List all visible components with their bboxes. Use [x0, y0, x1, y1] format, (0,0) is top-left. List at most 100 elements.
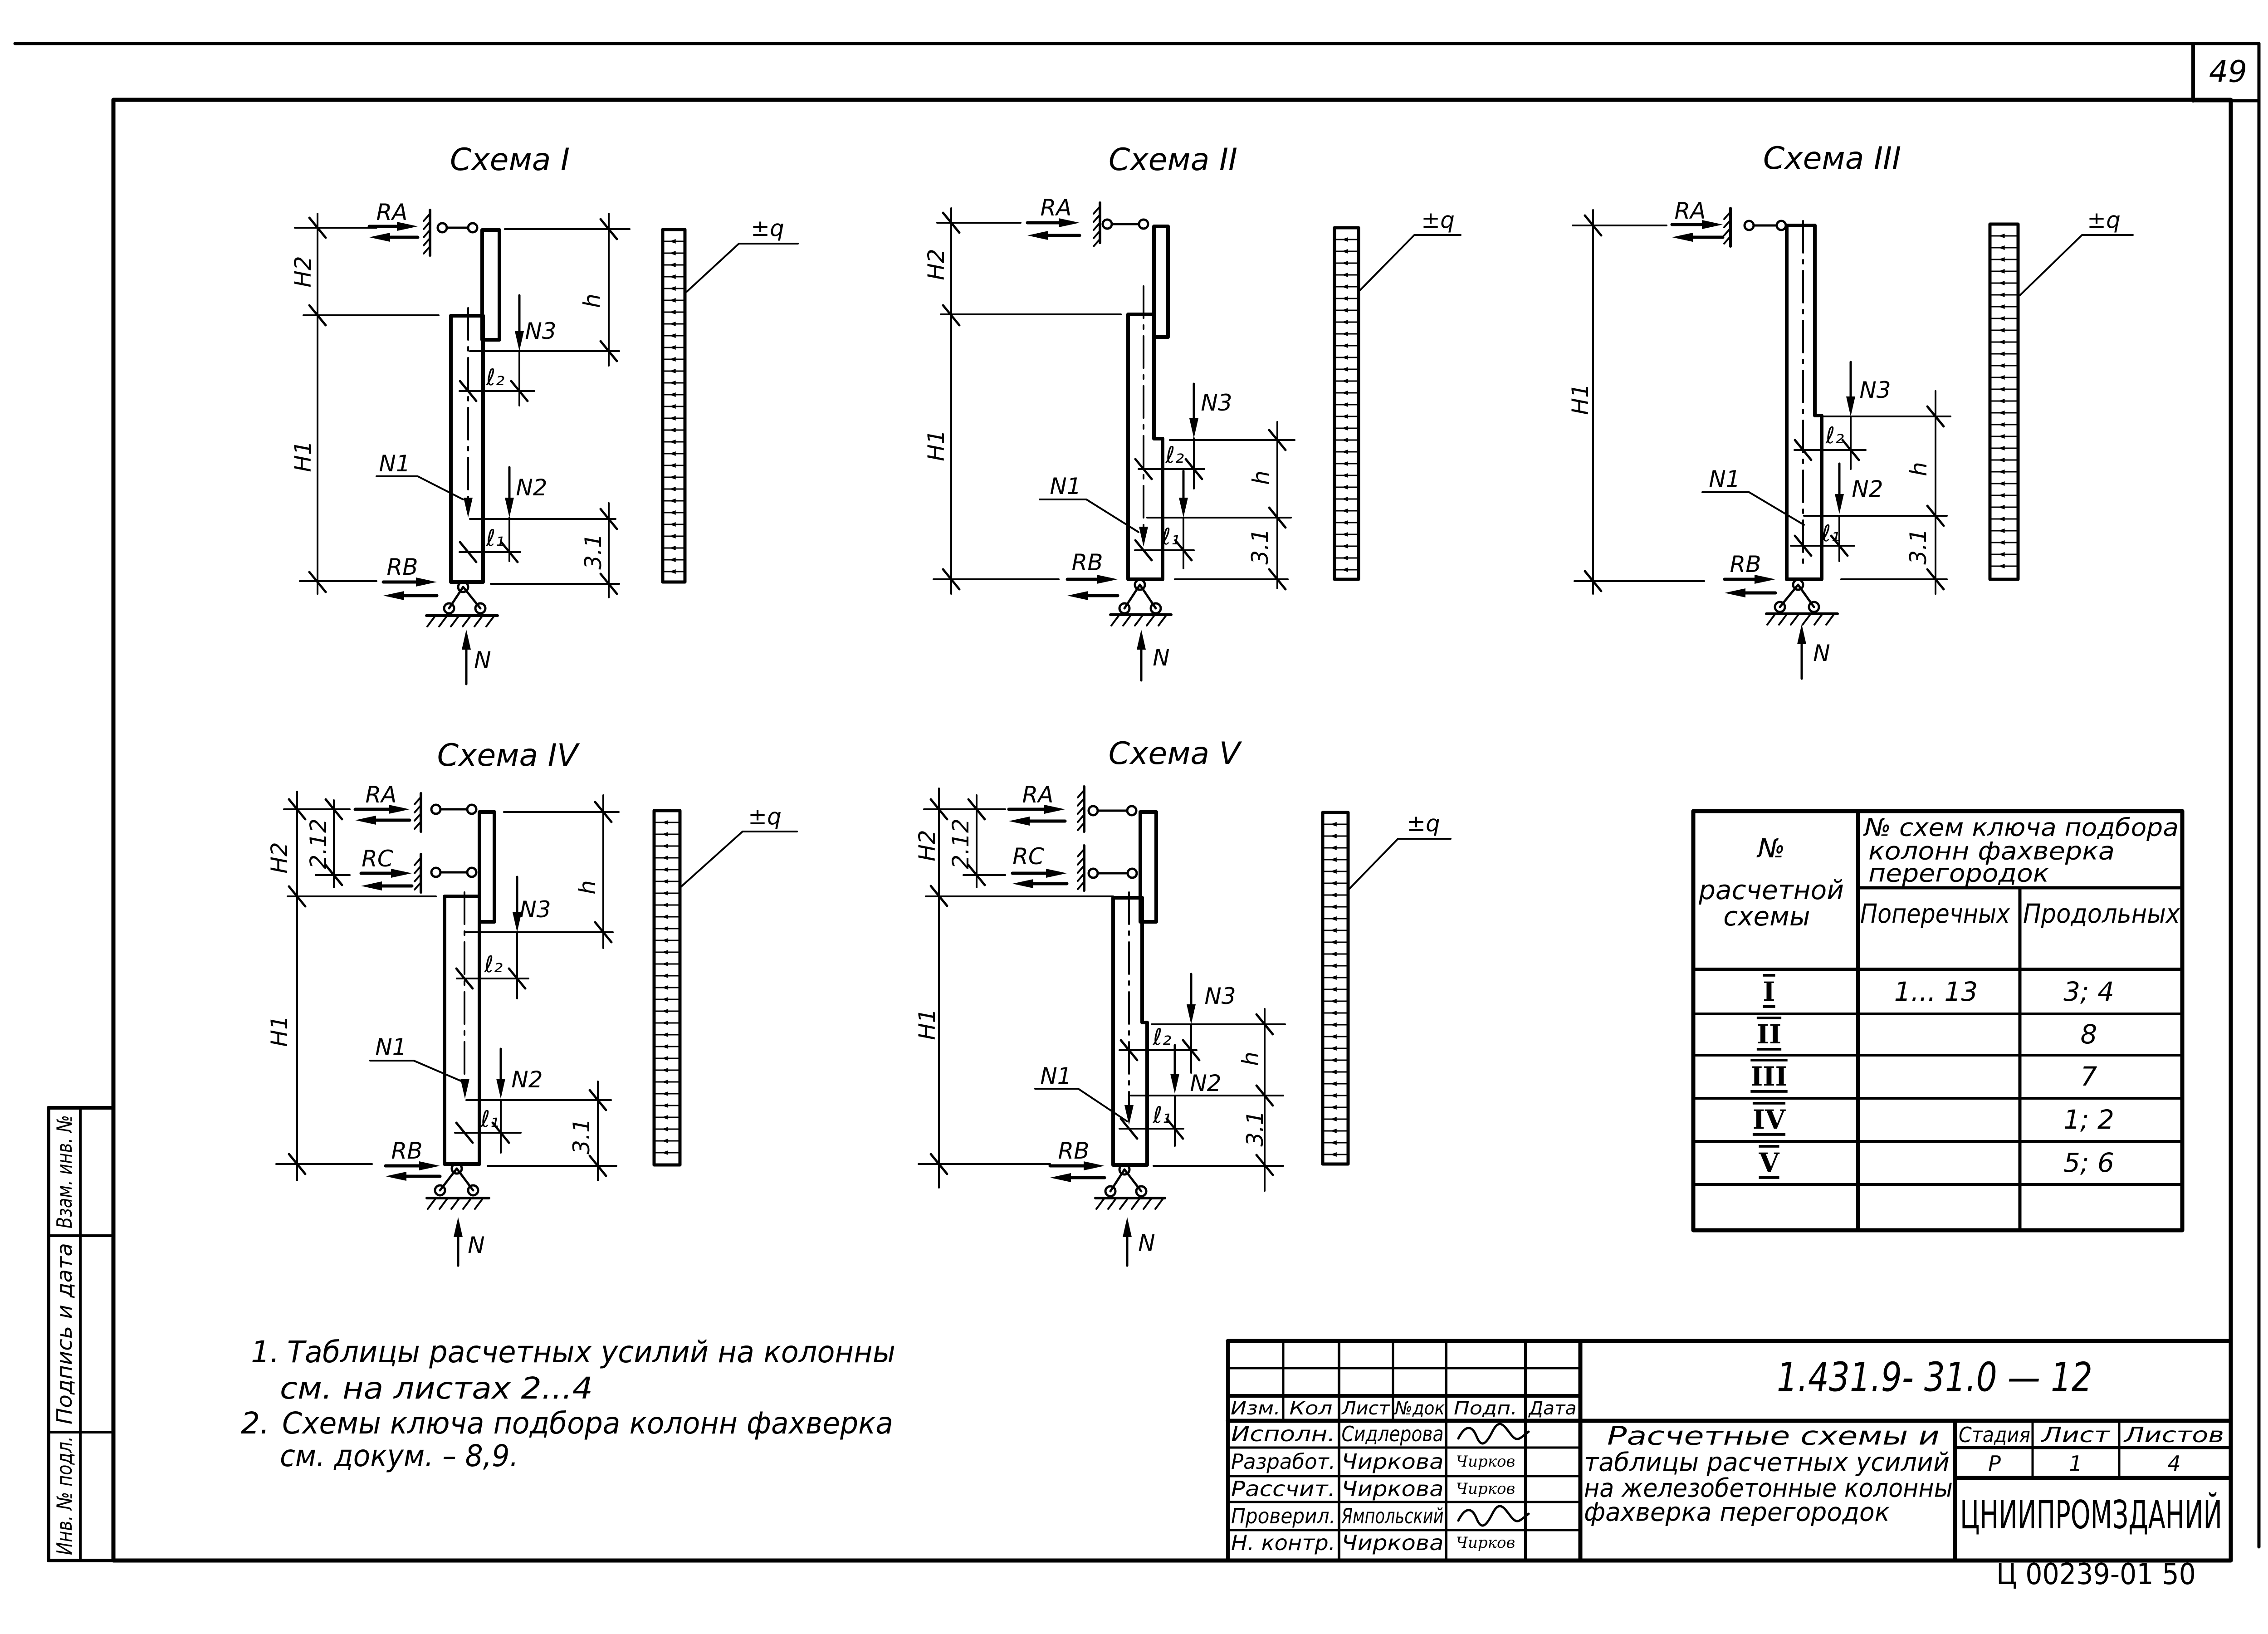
load-arrowhead — [1330, 1105, 1337, 1110]
cell-scheme-number: III — [1750, 1061, 1787, 1092]
force-n2 — [1170, 1044, 1179, 1094]
hinge-circle — [430, 866, 442, 878]
load-arrowhead — [1341, 284, 1348, 289]
label-n2: N2 — [1190, 1070, 1221, 1096]
load-arrowhead — [669, 440, 676, 444]
label-q: ±q — [1421, 207, 1455, 233]
lower-column — [1111, 896, 1149, 1167]
arrowhead-left — [1009, 817, 1030, 826]
wall-hatch — [423, 213, 431, 222]
cell-scheme-number: V — [1758, 1147, 1779, 1178]
load-arrowhead — [1998, 352, 2005, 356]
ground-hatch — [1143, 1197, 1153, 1210]
support-strut — [448, 586, 464, 610]
hinged-link — [1087, 805, 1138, 817]
reaction-rb — [381, 577, 439, 600]
hinge-circle — [1126, 805, 1138, 817]
load-arrowhead — [1998, 340, 2005, 344]
ground-hatch — [1107, 1197, 1117, 1210]
label-ra: RA — [376, 199, 408, 225]
ground-hatch — [1122, 614, 1132, 626]
load-arrowhead — [669, 286, 676, 291]
description-line: таблицы расчетных усилий — [1584, 1448, 1950, 1477]
dimension-tick — [599, 508, 618, 530]
ground-hatch — [485, 615, 495, 627]
signer-role: Исполн. — [1231, 1422, 1335, 1446]
wall-hatch — [423, 237, 431, 246]
header-group-line: № схем ключа подбора — [1863, 813, 2179, 842]
ground-hatch — [1778, 613, 1788, 626]
distributed-load — [1321, 811, 1350, 1166]
reaction-ra — [1007, 805, 1067, 826]
load-arrowhead — [669, 475, 676, 479]
arrowhead-down — [1179, 498, 1188, 518]
label-a: 3.1 — [1905, 528, 1931, 565]
label-h: h — [1248, 470, 1274, 485]
wall-hatch — [423, 221, 431, 230]
hinge-circle — [1104, 1185, 1117, 1198]
fixed-wall-icon — [1077, 785, 1085, 833]
leader-line — [1034, 1088, 1128, 1122]
ground-hatch — [1119, 1197, 1129, 1210]
wall-hatch — [414, 821, 422, 830]
force-n1-arrowhead — [1139, 527, 1148, 547]
hinge-circle — [1792, 578, 1804, 591]
hinge-circle — [1135, 1185, 1148, 1198]
ground-hatch — [1134, 614, 1144, 626]
scheme-title: Схема I — [450, 142, 570, 178]
hinge-circle — [457, 581, 469, 593]
load-arrowhead — [669, 534, 676, 538]
label-rb: RB — [1071, 549, 1103, 576]
cell-scheme-number: IV — [1753, 1104, 1786, 1135]
label-ra: RA — [1022, 782, 1054, 808]
load-arrowhead — [662, 1068, 669, 1072]
load-arrowhead — [1341, 379, 1348, 383]
force-n — [462, 630, 471, 685]
label-n1: N1 — [1709, 466, 1740, 492]
page-number: 49 — [2209, 54, 2247, 89]
load-arrowhead — [662, 1150, 669, 1155]
label-h1: H1 — [266, 1015, 293, 1047]
notes: 1. Таблицы расчетных усилий на колонны с… — [241, 1335, 895, 1473]
label-h: h — [579, 294, 605, 308]
load-arrowhead — [1998, 304, 2005, 309]
label-h2: H2 — [923, 249, 949, 280]
header-group-line: перегородок — [1868, 859, 2049, 888]
label-n: N — [1153, 645, 1169, 671]
leader-line — [1039, 499, 1139, 533]
load-arrowhead — [669, 274, 676, 279]
wall-hatch — [1077, 881, 1085, 890]
header-quantity: Кол — [1290, 1398, 1333, 1419]
column — [1785, 224, 1823, 581]
force-n1-arrowhead — [460, 1079, 469, 1099]
hinge-circle — [1775, 220, 1787, 231]
load-arrowhead — [1998, 411, 2005, 415]
signer-name: Сидлерова — [1342, 1422, 1444, 1446]
arrowhead-left — [369, 233, 390, 242]
load-arrowhead — [662, 832, 669, 837]
note-line: Схемы ключа подбора колонн фахверка — [282, 1406, 893, 1441]
cell-longitudinal: 8 — [2081, 1019, 2097, 1050]
load-arrowhead — [662, 962, 669, 966]
pin-support-icon — [1765, 578, 1839, 626]
load-arrowhead — [662, 938, 669, 943]
distributed-load — [1988, 222, 2020, 581]
wall-hatch — [414, 812, 422, 822]
load-arrowhead — [1330, 1152, 1337, 1157]
load-arrowhead — [1330, 1034, 1337, 1039]
load-arrowhead — [662, 1139, 669, 1143]
load-arrowhead — [662, 903, 669, 907]
header-scheme-line: схемы — [1723, 901, 1810, 932]
arrowhead-right — [389, 805, 410, 814]
fixed-wall-icon — [414, 792, 422, 833]
load-arrowhead — [662, 820, 669, 825]
hinge-circle — [1118, 1163, 1131, 1176]
wall-hatch — [1093, 238, 1101, 247]
scheme-key-table: № расчетной схемы № схем ключа подбора к… — [1691, 809, 2185, 1233]
ground-hatch — [450, 615, 460, 627]
